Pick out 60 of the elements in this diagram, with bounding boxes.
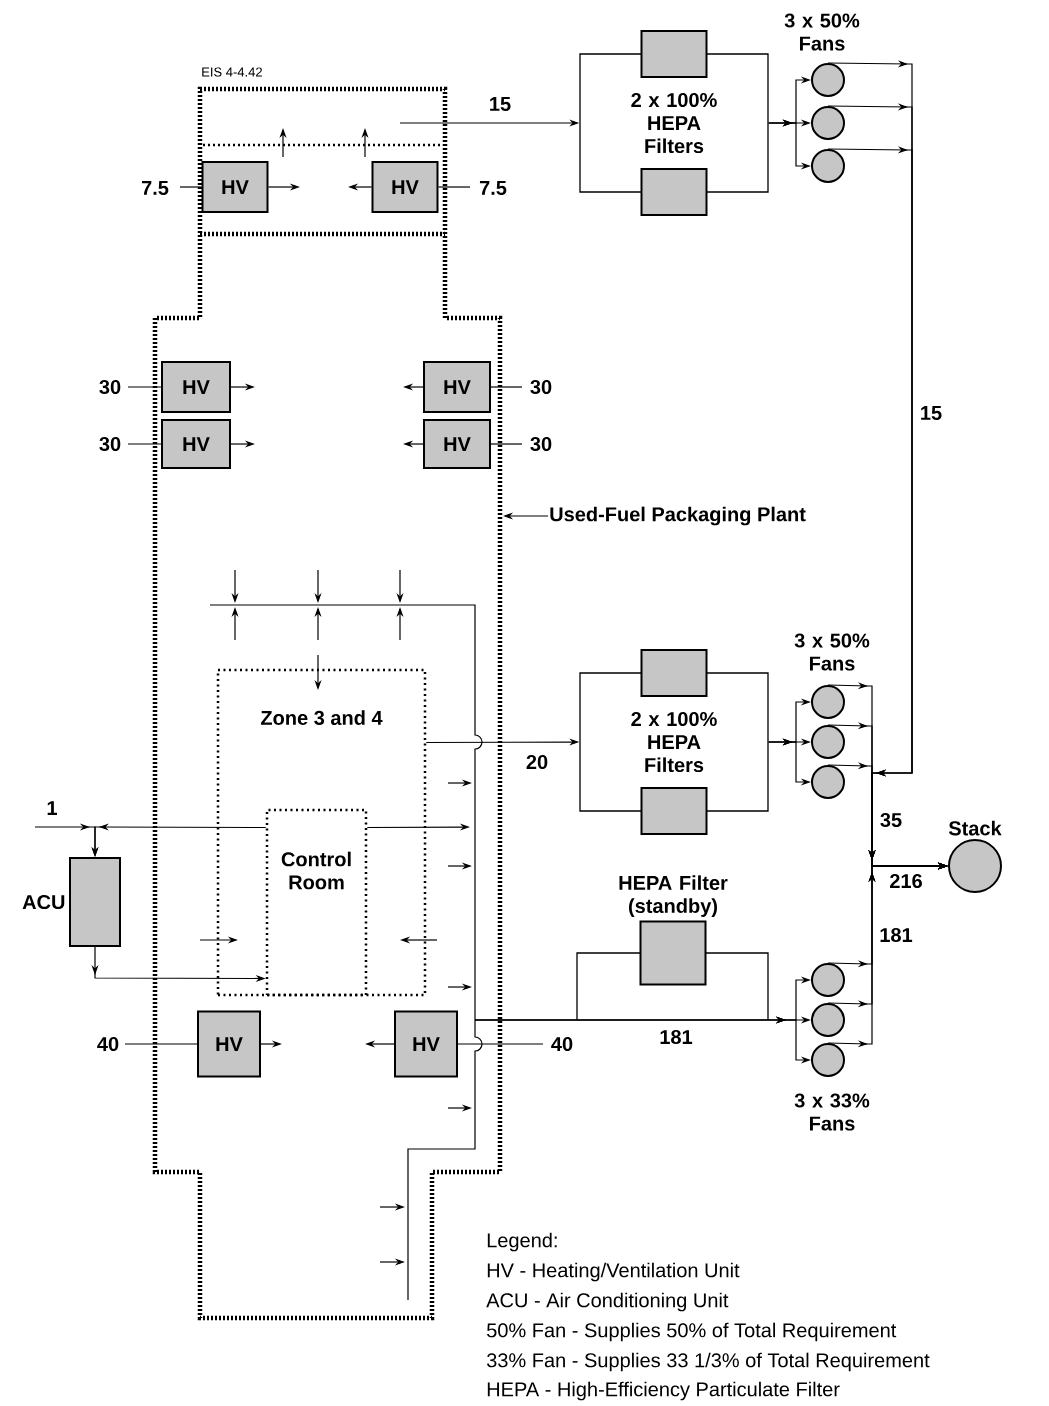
hv-unit-box: HV [394,1010,458,1078]
legend-title: Legend: [487,1232,557,1252]
legend-entry: 33% Fan - Supplies 33 1/3% of Total Requirement [486,1352,930,1372]
flow-line [437,186,471,188]
fan-group-label: 3 x 50% Fans [784,13,860,51]
fan-circle [811,63,845,97]
flow-line [127,443,162,445]
edge-label: 40 [549,1035,575,1053]
fan-circle [811,1043,845,1077]
hepa-filter-bank: 2 x 100% HEPA Filters [579,649,769,835]
flow-line [457,1043,544,1045]
control-room-boundary: Control Room [265,808,368,997]
flow-line [124,1043,198,1045]
edge-label: 30 [97,378,123,396]
edge-label: 181 [658,1028,694,1046]
fan-circle [811,685,845,719]
node-label: HEPA Filter (standby) [619,875,728,917]
edge-label: 30 [97,435,123,453]
fan-circle [811,765,845,799]
fan-circle [811,963,845,997]
edge-label: 7.5 [478,180,508,196]
hepa-filter-bank: 2 x 100% HEPA Filters [579,30,769,216]
legend-entry: HV - Heating/Ventilation Unit [487,1262,740,1282]
edge-label: 15 [487,96,513,112]
hv-unit-box: HV [161,361,231,413]
flow-line [490,443,523,445]
fan-circle [811,1003,845,1037]
hv-unit-box: HV [423,419,491,469]
flow-line [490,386,523,388]
edge-label: 40 [95,1035,121,1053]
edge-label: 1 [45,800,59,816]
flow-value: 181 [880,927,913,943]
edge-label: 30 [528,378,554,396]
fan-circle [811,725,845,759]
edge-label: 20 [524,753,550,771]
flow-line [127,386,162,388]
hv-unit-box: HV [371,161,439,213]
legend-entry: 50% Fan - Supplies 50% of Total Requirement [487,1322,897,1342]
edge-label: 7.5 [140,180,170,196]
node-label: ACU [22,894,65,910]
plant-label: Used-Fuel Packaging Plant [550,506,806,526]
hv-unit-box: HV [201,161,269,213]
flow-value: 216 [890,873,922,889]
flow-value: 35 [880,812,902,828]
hv-unit-box: HV [161,419,231,469]
legend-entry: HEPA - High-Efficiency Particulate Filter [487,1381,840,1401]
fan-circle [811,149,845,183]
legend-entry: ACU - Air Conditioning Unit [486,1292,729,1312]
node-label: Stack [948,820,1002,836]
hv-unit-box: HV [197,1010,261,1078]
fan-group-label: 3 x 50% Fans [794,633,870,671]
standby-filter-box: HEPA Filter (standby) [576,875,769,1021]
fan-group-label: 3 x 33% Fans [794,1093,870,1131]
hv-unit-box: HV [423,361,491,413]
flow-line [179,186,203,188]
edge-label: 30 [528,435,554,453]
acu-box: ACU [22,857,121,947]
flow-value: 15 [921,406,942,420]
fan-circle [811,106,845,140]
figure-id: EIS 4-4.42 [202,67,262,77]
